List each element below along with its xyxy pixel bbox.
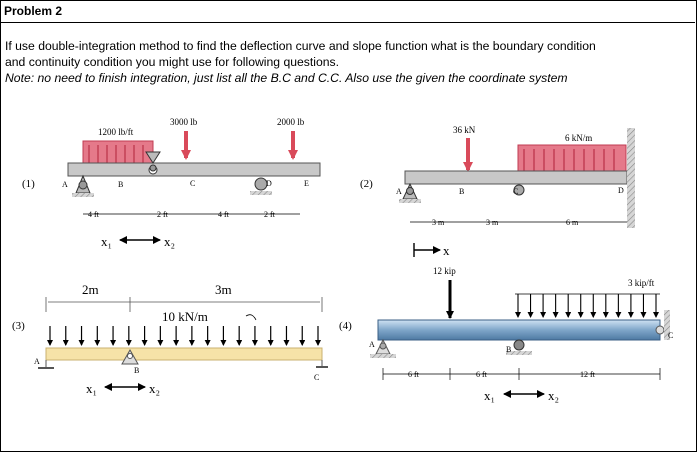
figure-4: (4) 12 kip 3 kip/ft A B C 6 ft 6 ft 12 f… [339,266,673,403]
figure-2-coord-x: x [443,243,450,258]
figure-4-point-c: C [668,331,673,340]
figure-2-load-arrows [523,149,615,171]
figure-4-coord-x1: x₁ [484,388,495,403]
figure-3-point-a: A [34,357,40,366]
figure-1: (1) 1200 lb/ft 3000 lb 2000 lb [22,117,321,249]
figure-1-dim-1: 4 ft [88,210,100,219]
figure-2-point-load-label: 36 kN [453,125,476,135]
figure-3-support-b [121,348,139,365]
figure-2-point-a: A [396,187,402,196]
figure-4-number: (4) [339,320,352,332]
figure-2-dim-2: 3 m [486,218,499,227]
figure-2-point-d: D [618,186,624,195]
figure-3-dim-left: 2m [82,282,99,297]
figure-1-support-b [145,151,161,172]
figure-4-beam [377,319,661,341]
figure-3-point-c: C [314,373,319,382]
figure-1-point-e: E [304,179,309,188]
figure-2-dim-1: 3 m [432,218,445,227]
figure-4-support-a [370,338,396,358]
figure-4-coord-x2: x₂ [548,388,559,403]
figure-3-number: (3) [12,320,25,332]
figure-2-fixed-wall [627,128,635,228]
figure-1-distributed-load-label: 1200 lb/ft [98,127,134,137]
figure-1-load-arrows [88,145,144,163]
figure-4-support-b [506,339,532,355]
problem-title: Problem 2 [4,4,63,18]
figure-4-support-c [655,310,670,340]
figure-4-dim-3: 12 ft [580,370,596,379]
figure-3-point-b: B [134,366,139,375]
figure-1-number: (1) [22,178,35,190]
figure-3-beam [45,347,323,361]
figure-3-support-c [316,360,328,368]
figure-2-support-a [399,182,421,203]
figure-2-beam [404,170,628,185]
figure-3-support-a [38,360,54,369]
figure-1-coord-x1: x₁ [101,234,112,249]
figure-1-load-e-label: 2000 lb [277,117,305,127]
title-row: Problem 2 [0,0,695,23]
figure-3-distributed-load-label: 10 kN/m [162,309,208,324]
figure-4-point-load-label: 12 kip [433,266,456,276]
figure-2-distributed-load [517,144,627,172]
figure-3-dim-right: 3m [215,282,232,297]
figure-4-point-b: B [506,345,511,354]
question-note: Note: no need to finish integration, jus… [5,71,568,85]
figure-3: (3) 2m 3m 10 kN/m A B C x₁ [12,282,328,396]
figure-1-support-d [250,177,272,195]
figure-4-dim-2: 6 ft [476,370,488,379]
figure-1-point-b: B [118,180,123,189]
figure-2-point-c: C [513,187,518,196]
figure-4-point-a: A [369,340,375,349]
figure-1-support-a [72,174,94,197]
figure-1-dim-4: 2 ft [264,210,276,219]
figure-3-coord-x1: x₁ [86,381,97,396]
figure-4-dim-1: 6 ft [408,370,420,379]
figure-1-point-d: D [266,179,272,188]
figure-1-coord-x2: x₂ [164,234,175,249]
figure-3-load-arrows [47,326,321,346]
question-line-1: If use double-integration method to find… [5,39,596,53]
figure-1-beam [67,162,321,177]
figure-1-point-c: C [190,179,195,188]
figure-2-number: (2) [360,178,373,190]
figure-4-distributed-load-label: 3 kip/ft [628,278,655,288]
figure-2: (2) 36 kN 6 kN/m A B C D 3 m 3 m 6 m [360,125,635,258]
question-line-2: and continuity condition you might use f… [5,55,340,69]
figure-2-dim-3: 6 m [566,218,579,227]
figure-1-load-c-label: 3000 lb [170,117,198,127]
figure-2-point-b: B [459,187,464,196]
figure-4-load-arrows [515,294,659,318]
figure-2-distributed-load-label: 6 kN/m [565,133,592,143]
figure-3-coord-x2: x₂ [149,381,160,396]
figure-1-dim-3: 4 ft [218,210,230,219]
figure-2-support-c [513,184,525,196]
figure-1-dim-2: 2 ft [157,210,169,219]
figure-1-point-a: A [62,180,68,189]
